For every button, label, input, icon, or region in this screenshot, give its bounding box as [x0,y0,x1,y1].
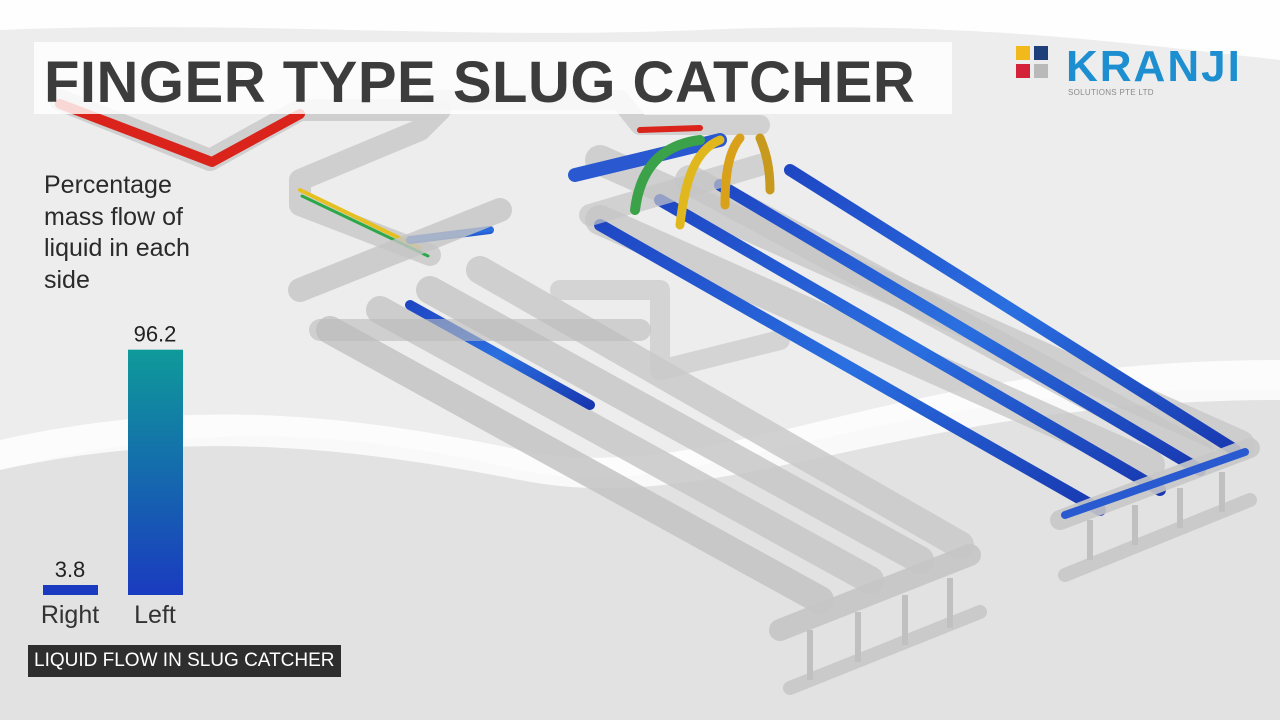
company-logo: KRANJI SOLUTIONS PTE LTD [1014,44,1240,100]
category-label-left: Left [134,601,176,629]
title-band [34,42,952,114]
background-wave-top [0,0,1280,60]
page-title: FINGER TYPE SLUG CATCHER [44,50,916,115]
logo-square-icon [1016,64,1030,78]
chart-title: Percentage mass flow of liquid in each s… [44,171,190,294]
logo-name: KRANJI [1066,42,1242,91]
connector-pipe [550,280,790,380]
bar-left [128,349,183,595]
value-label-left: 96.2 [134,322,177,347]
background-wave-bottom [0,389,1280,720]
bar-right [43,585,98,595]
left-side-fingers [288,198,987,695]
inlet-liquid [55,99,305,167]
logo-tagline: SOLUTIONS PTE LTD [1068,88,1154,97]
right-side-fingers [568,125,1260,582]
video-caption: LIQUID FLOW IN SLUG CATCHER [28,645,341,677]
value-label-right: 3.8 [55,557,86,582]
logo-square-icon [1016,46,1030,60]
category-label-right: Right [41,601,99,629]
logo-square-icon [1034,64,1048,78]
logo-square-icon [1034,46,1048,60]
